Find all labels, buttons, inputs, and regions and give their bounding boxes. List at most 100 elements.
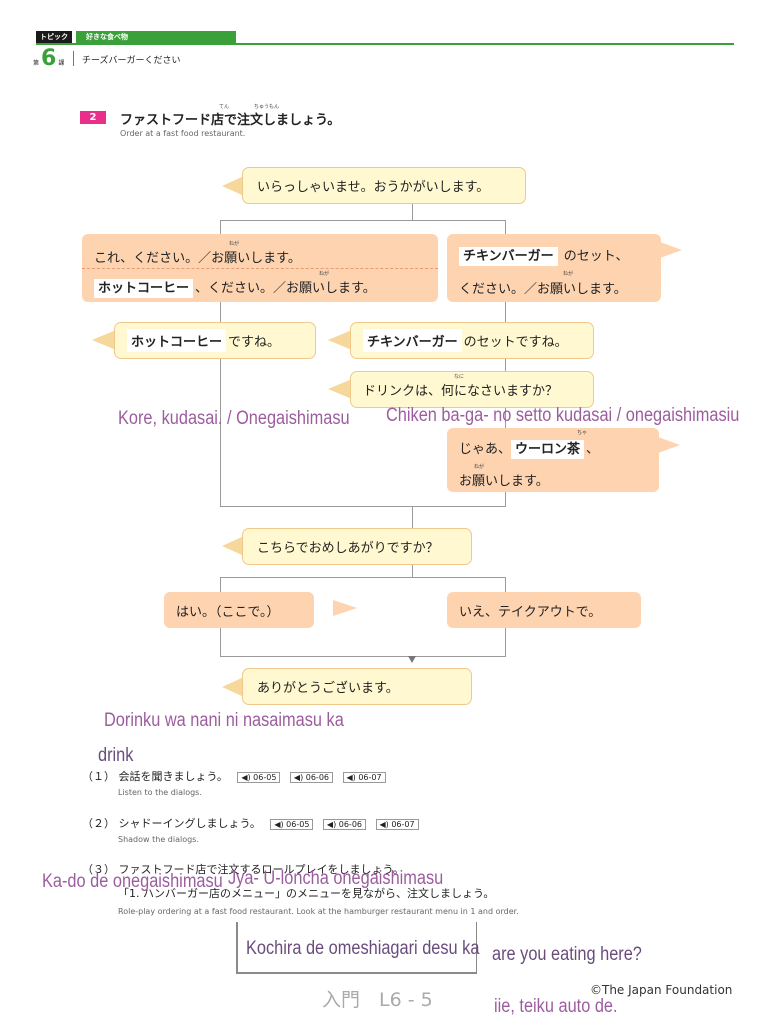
bubble-pointer-icon (660, 242, 682, 258)
audio-track-label: 06-07 (358, 773, 382, 782)
speaker-icon: ◀) (379, 820, 389, 829)
chapter-prefix: 第 (33, 60, 40, 67)
question-text: シャドーイングしましょう。 (118, 817, 261, 830)
ruby-negai: ねが (319, 271, 330, 277)
order-right-item: チキンバーガー (459, 247, 558, 266)
flow-arrow-icon (408, 656, 416, 663)
handwritten-note: Kochira de omeshiagari desu ka (246, 938, 480, 959)
flow-line (220, 220, 506, 221)
handwritten-note: iie, teiku auto de. (494, 996, 618, 1017)
question-3: （３） ファストフード店で注文するロールプレイをしましょう。 (82, 861, 404, 877)
confirm-right-item: チキンバーガー (363, 329, 462, 352)
bubble-yes-here: はい。（ここで。） (164, 592, 314, 628)
greeting-text: いらっしゃいませ。おうかがいします。 (257, 180, 490, 195)
handwritten-page-note: 入門 L6 - 5 (322, 989, 433, 1011)
flow-line (505, 220, 506, 507)
ruby-cha: ちゃ (577, 430, 588, 436)
header-rule (36, 43, 734, 45)
bubble-thanks: ありがとうございます。 (242, 668, 472, 705)
handwritten-note: Kore, kudasai. / Onegaishimasu (118, 408, 350, 429)
question-num: （１） (82, 770, 115, 783)
dashed-divider (82, 268, 438, 269)
bubble-drink-question: ドリンクは、何になさいますか？ (350, 371, 594, 408)
audio-track-label: 06-05 (253, 773, 277, 782)
bubble-pointer-icon (222, 677, 244, 697)
speaker-icon: ◀) (326, 820, 337, 829)
bubble-eat-here: こちらでおめしあがりですか？ (242, 528, 472, 565)
flow-line (412, 506, 413, 528)
chapter-number: 6 (41, 46, 57, 71)
topic-label: トピック (36, 31, 72, 43)
question-num: （２） (82, 817, 115, 830)
ruby-negai: ねが (474, 464, 485, 470)
handwritten-note: Jya- U-loncha onegaishimasu (228, 868, 444, 889)
ruby-chuumon: ちゅうもん (254, 104, 280, 110)
chapter-divider (73, 51, 74, 66)
speaker-icon: ◀) (274, 820, 284, 829)
bubble-drink-answer: じゃあ、ウーロン茶、 お願いします。 (447, 428, 659, 492)
eat-here-text: こちらでおめしあがりですか？ (257, 541, 439, 556)
handwritten-note: are you eating here? (492, 944, 642, 965)
chapter-number-block: 第 6 課 (33, 46, 64, 71)
bubble-confirm-right: チキンバーガーのセットですね。 (350, 322, 594, 359)
audio-button[interactable]: ◀) 06-07 (342, 772, 386, 783)
section-title: ファストフード店で注文しましょう。 (120, 113, 341, 128)
order-left-line2: 、ください。／お願いします。 (195, 281, 376, 296)
flow-line (220, 220, 221, 507)
bubble-pointer-icon (328, 379, 352, 399)
bubble-no-takeout: いえ、テイクアウトで。 (447, 592, 641, 628)
ruby-negai: ねが (563, 271, 574, 277)
audio-button[interactable]: ◀) 06-05 (237, 772, 281, 783)
speaker-icon: ◀) (293, 773, 304, 782)
order-left-line1: これ、ください。／お願いします。 (94, 251, 301, 266)
order-left-item: ホットコーヒー (94, 279, 194, 298)
bubble-pointer-icon (617, 600, 641, 616)
chapter-suffix: 課 (58, 60, 65, 67)
question-text: ファストフード店で注文するロールプレイをしましょう。 (118, 863, 404, 876)
handwritten-note: Ka-do de onegaishimasu (42, 871, 223, 892)
drink-question-text: ドリンクは、何になさいますか？ (363, 384, 559, 399)
yes-here-text: はい。（ここで。） (176, 604, 280, 620)
flow-line (220, 577, 506, 578)
audio-button[interactable]: ◀) 06-06 (289, 772, 333, 783)
speaker-icon: ◀) (241, 773, 251, 782)
question-1: （１） 会話を聞きましょう。 ◀) 06-05 ◀) 06-06 ◀) 06-0… (82, 768, 386, 784)
ruby-negai: ねが (229, 241, 240, 247)
no-takeout-text: いえ、テイクアウトで。 (459, 604, 602, 620)
bubble-pointer-icon (92, 330, 116, 350)
audio-button[interactable]: ◀) 06-05 (270, 819, 314, 830)
audio-track-label: 06-07 (391, 820, 415, 829)
handwritten-note: drink (98, 745, 134, 766)
speaker-icon: ◀) (346, 773, 356, 782)
copyright: ©The Japan Foundation (590, 983, 733, 997)
audio-button[interactable]: ◀) 06-07 (375, 819, 419, 830)
question-3-line2: 「1. ハンバーガー店のメニュー」のメニューを見ながら、注文しましょう。 (118, 887, 495, 900)
audio-track-label: 06-06 (305, 773, 329, 782)
bubble-order-left: これ、ください。／お願いします。 ホットコーヒー、ください。／お願いします。 (82, 234, 438, 302)
question-2: （２） シャドーイングしましょう。 ◀) 06-05 ◀) 06-06 ◀) 0… (82, 815, 419, 831)
topic-title: 好きな食べ物 (76, 31, 236, 43)
order-right-rest2: ください。／お願いします。 (459, 282, 627, 297)
section-number: 2 (80, 111, 106, 124)
ruby-nani: なに (454, 374, 465, 380)
question-3-en: Role-play ordering at a fast food restau… (118, 907, 519, 916)
chapter-title: チーズバーガーください (82, 56, 181, 66)
confirm-right-rest: のセットですね。 (463, 335, 568, 350)
audio-button[interactable]: ◀) 06-06 (322, 819, 366, 830)
handwritten-note: Dorinku wa nani ni nasaimasu ka (104, 710, 344, 731)
audio-track-label: 06-06 (338, 820, 362, 829)
question-text: 会話を聞きましょう。 (118, 770, 228, 783)
handwritten-bracket (236, 922, 477, 974)
bubble-order-right: チキンバーガー のセット、 ください。／お願いします。 (447, 234, 661, 302)
flow-line (412, 562, 413, 578)
order-right-rest1: のセット、 (559, 249, 629, 264)
bubble-pointer-icon (658, 437, 680, 453)
bubble-pointer-icon (222, 176, 244, 196)
drink-answer-3: お願いします。 (459, 474, 549, 489)
section-title-en: Order at a fast food restaurant. (120, 129, 246, 138)
bubble-confirm-left: ホットコーヒーですね。 (114, 322, 316, 359)
confirm-left-rest: ですね。 (228, 335, 281, 350)
question-num: （３） (82, 863, 115, 876)
bubble-pointer-icon (328, 330, 352, 350)
audio-track-label: 06-05 (286, 820, 310, 829)
